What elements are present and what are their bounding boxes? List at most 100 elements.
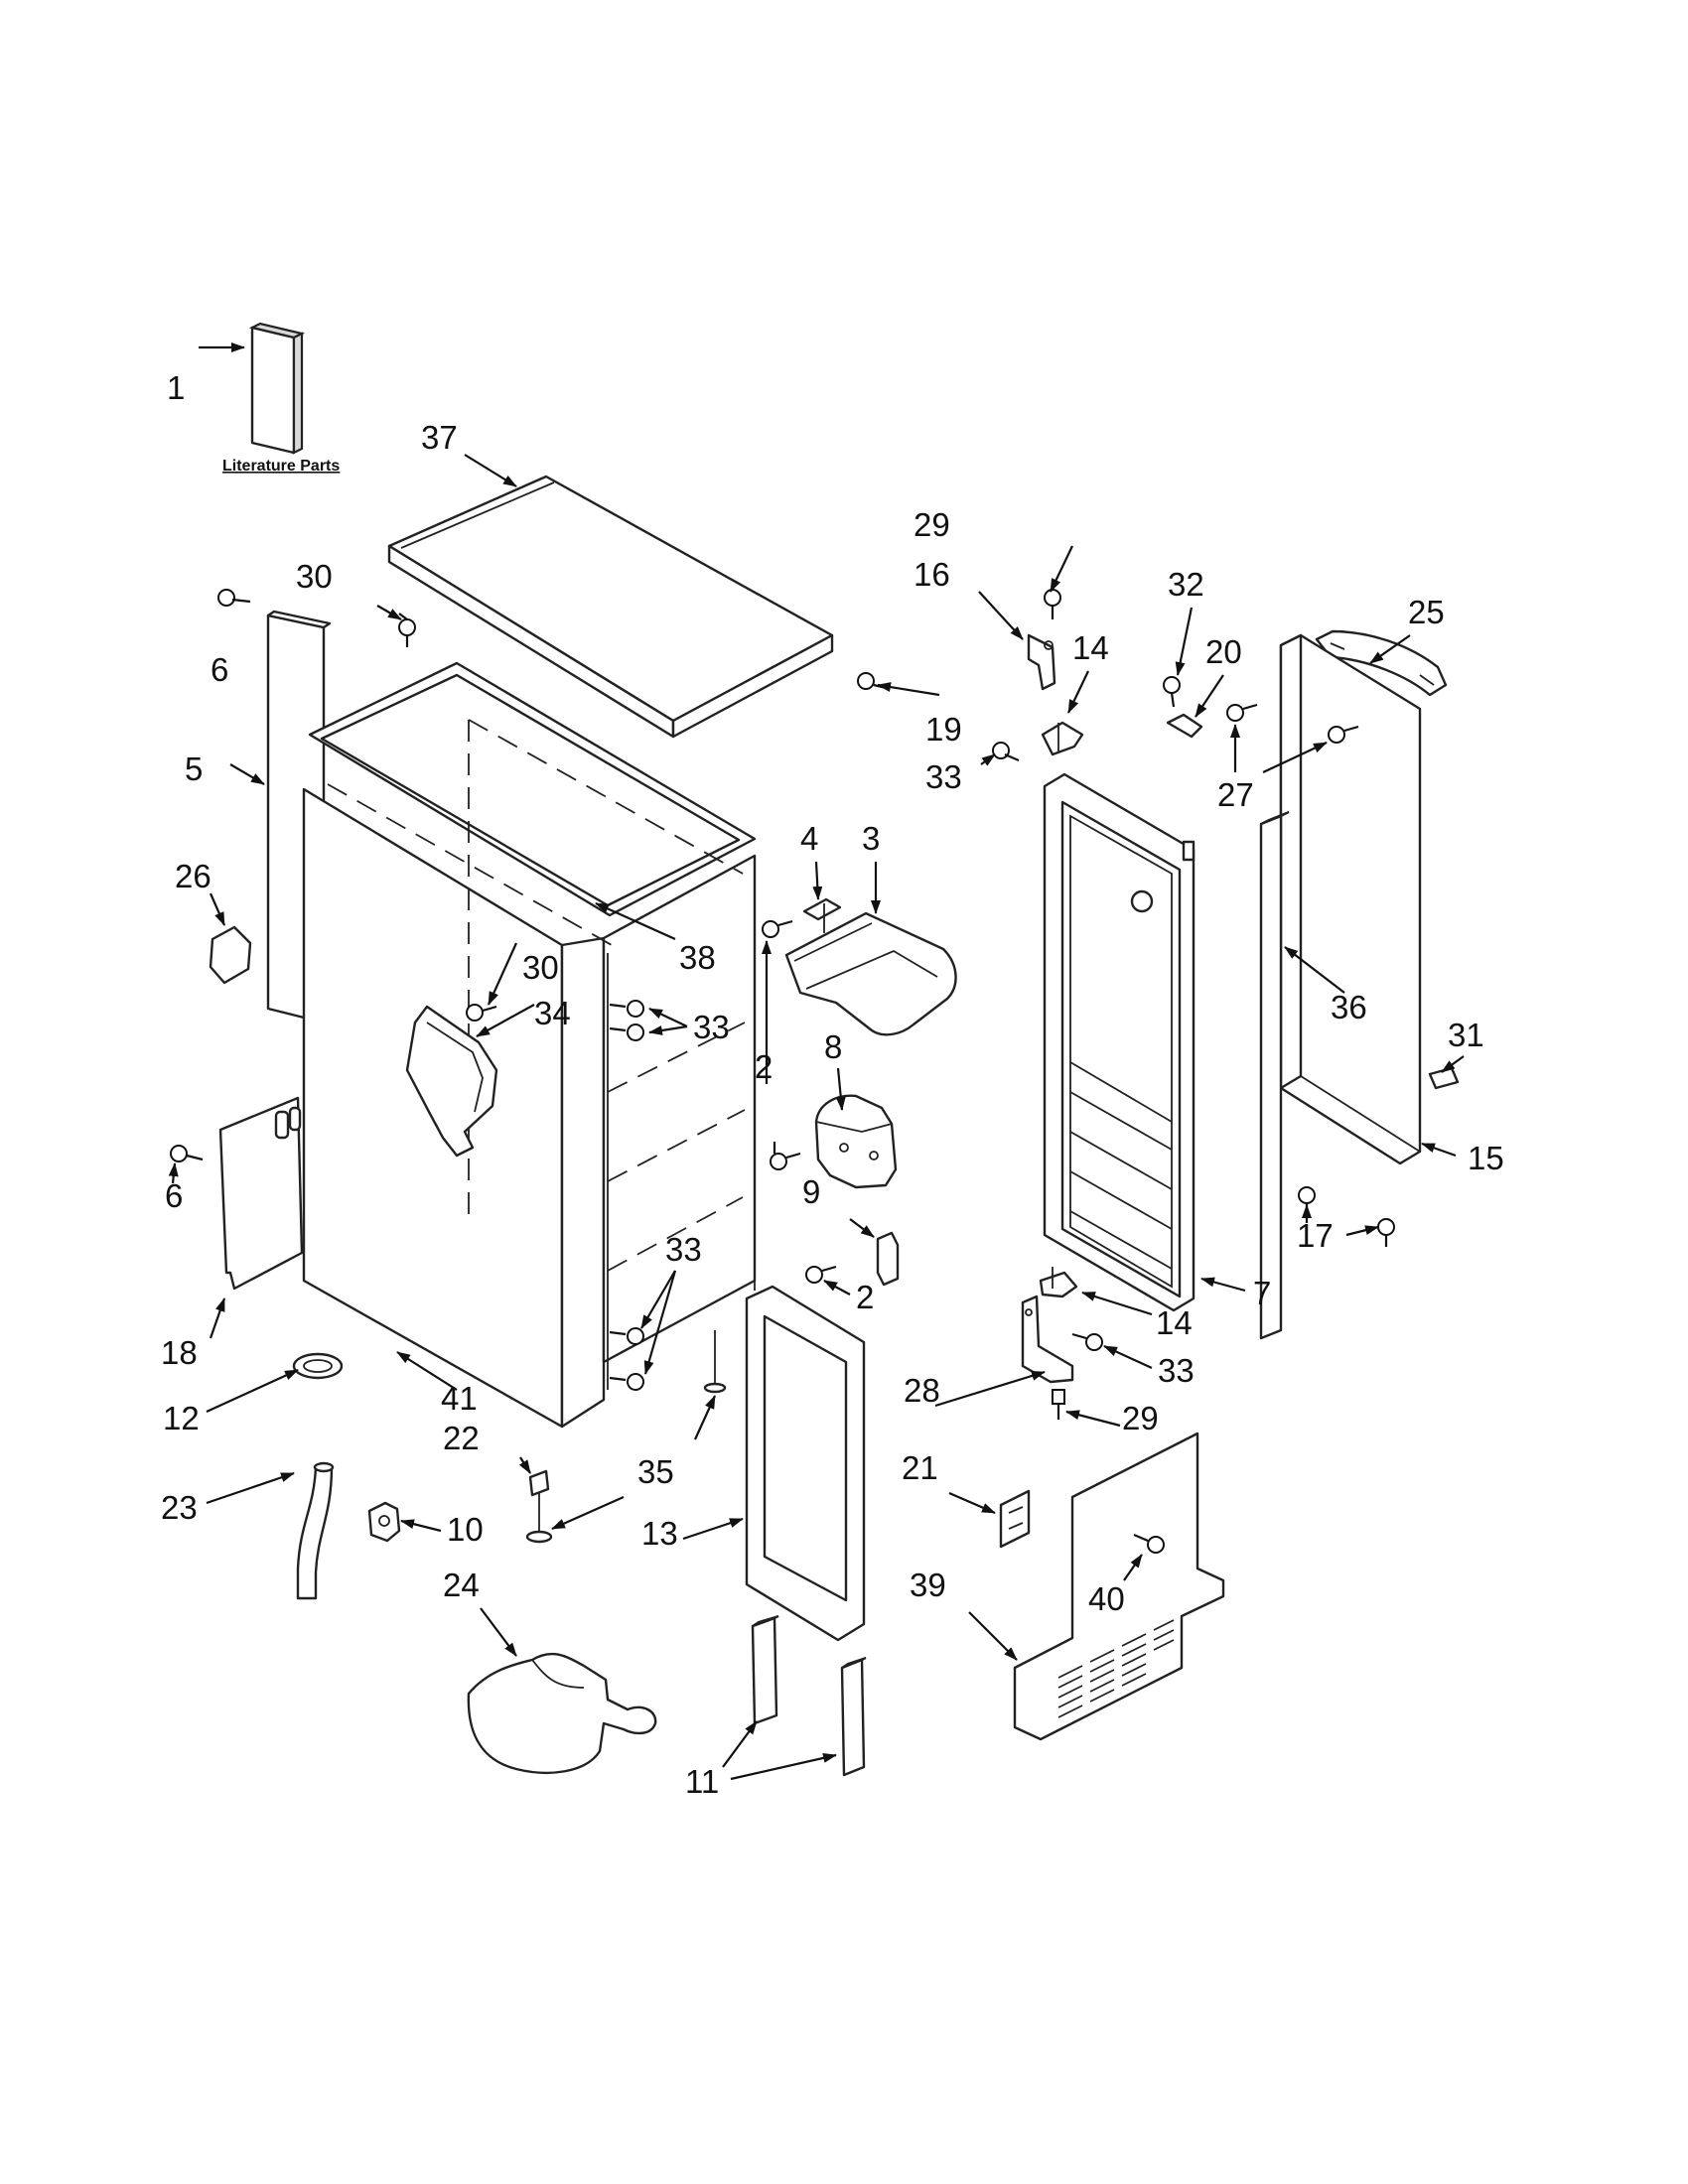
wire-clip [209, 925, 252, 985]
lower-hinge-bracket [1021, 1295, 1074, 1384]
callout-32: 32 [1168, 566, 1204, 603]
callout-15: 15 [1468, 1140, 1504, 1176]
lower-side-bracket [218, 1096, 304, 1291]
callout-5: 5 [185, 751, 203, 787]
door-trim-strip [1259, 810, 1290, 1340]
door-bumpers [751, 1614, 867, 1777]
bin-light-cover [814, 1094, 898, 1189]
callout-20: 20 [1205, 633, 1242, 670]
door-gasket [745, 1285, 866, 1642]
callout-23: 23 [161, 1489, 198, 1526]
callout-33-hinge: 33 [925, 758, 962, 795]
callout-36: 36 [1331, 989, 1367, 1025]
callout-34: 34 [534, 995, 571, 1031]
callout-33-mid: 33 [693, 1009, 730, 1045]
callout-9: 9 [802, 1173, 820, 1210]
callout-24: 24 [443, 1567, 480, 1603]
callout-labels: 1 37 29 16 32 25 30 14 20 6 19 5 33 27 4… [161, 369, 1504, 1800]
callout-17: 17 [1297, 1217, 1334, 1254]
callout-30-mid: 30 [522, 949, 559, 986]
callout-12: 12 [163, 1400, 200, 1436]
callout-14-top: 14 [1072, 629, 1109, 666]
screw-40 [1133, 1533, 1165, 1554]
outer-door-panel [1279, 633, 1422, 1165]
literature-parts-label: Literature Parts [222, 458, 340, 475]
callout-7: 7 [1253, 1275, 1271, 1311]
callout-39: 39 [910, 1567, 946, 1603]
callout-22: 22 [443, 1420, 480, 1456]
callout-40: 40 [1088, 1580, 1125, 1617]
callout-13: 13 [641, 1515, 678, 1552]
screw-33-mid-b [609, 1024, 644, 1041]
callout-37: 37 [421, 419, 458, 456]
callout-4: 4 [800, 820, 818, 857]
callout-27: 27 [1217, 776, 1254, 813]
upper-hinge [1041, 721, 1084, 756]
callout-38: 38 [679, 939, 716, 976]
callout-6-lower: 6 [165, 1177, 183, 1214]
leveling-leg [525, 1469, 553, 1544]
kickplate-bracket [999, 1489, 1031, 1549]
screw-32 [1163, 676, 1181, 708]
callout-28: 28 [904, 1372, 940, 1409]
callout-2-lower: 2 [856, 1279, 874, 1315]
screw-27b [1328, 725, 1359, 744]
callout-14-lower: 14 [1156, 1304, 1193, 1341]
screw-2-lower [805, 1265, 837, 1284]
screw-29-upper [1044, 589, 1061, 619]
callout-11: 11 [685, 1763, 719, 1800]
callout-25: 25 [1408, 594, 1445, 630]
leader-lines [168, 342, 1465, 1781]
callout-30-top: 30 [296, 558, 333, 595]
callout-33-lower: 33 [665, 1231, 702, 1268]
ice-scoop [467, 1652, 657, 1774]
screw-30-upper [398, 618, 416, 647]
screw-33-lower-a [609, 1327, 644, 1345]
screw-33-hinge-lower [1071, 1332, 1103, 1351]
screw-17b [1377, 1218, 1395, 1247]
screw-33-mid-a [609, 1000, 644, 1018]
callout-2-upper: 2 [755, 1048, 773, 1085]
inner-door-panel [1043, 772, 1196, 1312]
lower-hinge [1039, 1267, 1078, 1298]
callout-1: 1 [167, 369, 185, 406]
callout-26: 26 [175, 858, 211, 894]
drain-hose [296, 1461, 335, 1600]
cabinet-body [302, 661, 757, 1429]
callout-8: 8 [824, 1028, 842, 1065]
screw-27a [1226, 703, 1258, 722]
door-pin [703, 1330, 727, 1394]
callout-16: 16 [914, 556, 950, 593]
callout-19: 19 [925, 711, 962, 748]
front-kickplate-grille [1013, 1432, 1225, 1741]
callout-41: 41 [441, 1380, 478, 1417]
literature-booklet [248, 322, 306, 455]
screw-2-mid [770, 1152, 801, 1170]
callout-21: 21 [902, 1449, 938, 1486]
screws [170, 589, 1395, 1554]
callout-33-hinge-lower: 33 [1158, 1352, 1195, 1389]
hinge-pin-cap [1166, 713, 1203, 739]
screw-30-mid [466, 1004, 497, 1022]
top-cover [387, 475, 834, 739]
callout-29-top: 29 [914, 506, 950, 543]
top-hinge-bracket [1027, 633, 1056, 691]
door-catch [876, 1231, 900, 1287]
screw-6-lower [170, 1145, 204, 1162]
screw-33-hinge [992, 742, 1020, 762]
callout-3: 3 [862, 820, 880, 857]
screw-29-lower [1052, 1389, 1065, 1420]
callout-31: 31 [1448, 1017, 1484, 1053]
bin-baffle [784, 911, 957, 1036]
screw-6-upper [217, 589, 251, 607]
callout-35: 35 [637, 1453, 674, 1490]
callout-29-lower: 29 [1122, 1400, 1159, 1436]
callout-18: 18 [161, 1334, 198, 1371]
hose-clamp [292, 1352, 344, 1380]
callout-6-top: 6 [211, 651, 228, 688]
spacer-rod [802, 897, 842, 933]
screw-33-lower-b [609, 1373, 644, 1391]
inner-duct [405, 1005, 498, 1158]
callout-10: 10 [447, 1511, 484, 1548]
